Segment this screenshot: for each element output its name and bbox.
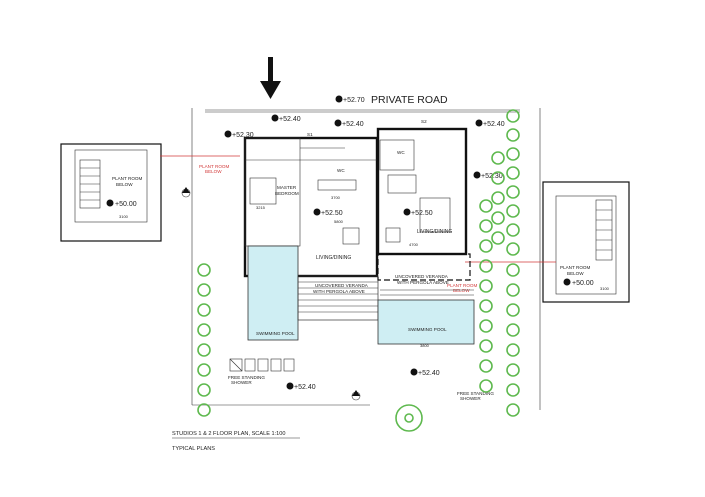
level-marker-icon [224,130,232,138]
room-label: S2 [421,119,427,124]
north-arrow-icon [260,57,281,99]
veranda-2 [377,253,471,281]
veranda-label: WITH PERGOLA ABOVE [313,289,365,294]
dimension-label: 3215 [256,205,266,210]
dimension-label: 3100 [600,286,610,291]
section-marker-icon [181,187,361,401]
level-marker-icon [475,119,483,127]
level-label: +52.40 [342,121,364,128]
drawing-subtitle: TYPICAL PLANS [172,446,215,452]
shower-label: FREE STANDING [457,391,494,396]
level-label: +52.50 [321,210,343,217]
level-marker-icon [410,368,418,376]
level-marker-icon [403,208,411,216]
drawing-title: STUDIOS 1 & 2 FLOOR PLAN, SCALE 1:100 [172,431,285,437]
shower-label: SHOWER [231,380,252,385]
room-label: WC [397,150,405,155]
plant-room-right: PLANT ROOM BELOW +50.00 3100 [542,181,630,303]
level-label: +52.70 [343,97,365,104]
dimension-label: 5800 [334,219,344,224]
veranda-label: UNCOVERED VERANDA [315,283,369,288]
veranda-label: WITH PERGOLA ABOVE [397,280,449,285]
plant-room-label: PLANT ROOM [112,176,142,181]
room-label: S1 [307,132,313,137]
room-label: LIVING/DINING [316,255,351,261]
room-label: BEDROOM [275,191,299,196]
level-label: +50.00 [115,201,137,208]
level-marker-icon [286,382,294,390]
shower-left: FREE STANDING SHOWER [228,358,295,385]
pool-label: SWIMMING POOL [256,331,295,336]
level-label: +52.40 [279,116,301,123]
plant-room-label: PLANT ROOM [560,265,590,270]
level-marker-icon [473,171,481,179]
plant-room-red-label: PLANT ROOM [199,164,229,169]
room-label: MASTER [277,185,297,190]
plant-room-left: PLANT ROOM BELOW +50.00 3100 [60,143,162,242]
dimension-label: 4700 [409,242,419,247]
swimming-pool-2 [377,299,475,345]
shower-label: SHOWER [460,396,481,401]
level-label: +52.30 [232,132,254,139]
level-marker-icon [335,95,343,103]
level-marker-icon [106,199,114,207]
level-marker-icon [313,208,321,216]
plant-room-label: BELOW [116,182,133,187]
shower-label: FREE STANDING [228,375,265,380]
shower-right: FREE STANDING SHOWER [457,391,494,401]
plant-room-label: BELOW [567,271,584,276]
level-marker-icon [334,119,342,127]
dimension-label: 3100 [119,214,129,219]
level-label: +52.40 [418,370,440,377]
room-label: LIVING/DINING [417,229,452,235]
dimension-label: 3800 [420,343,430,348]
studio-2-plan: WC LIVING/DINING 4700 S2 [376,119,468,256]
veranda-label: UNCOVERED VERANDA [395,274,449,279]
dimension-label: 3700 [331,195,341,200]
swimming-pool-1 [247,245,299,341]
plant-room-red-label: PLANT ROOM [447,283,477,288]
pool-label: SWIMMING POOL [408,327,447,332]
room-label: WC [337,168,345,173]
plant-room-red-label: BELOW [453,288,470,293]
private-road-label: PRIVATE ROAD [371,94,448,106]
level-marker-icon [271,114,279,122]
level-marker-icon [563,278,571,286]
tree-icon [197,109,520,432]
level-markers: +52.70 +52.40 +52.40 +52.40 +52.30 +52.3… [224,95,505,391]
plant-room-red-label: BELOW [205,169,222,174]
level-label: +50.00 [572,280,594,287]
level-label: +52.40 [294,384,316,391]
level-label: +52.40 [483,121,505,128]
level-label: +52.50 [411,210,433,217]
